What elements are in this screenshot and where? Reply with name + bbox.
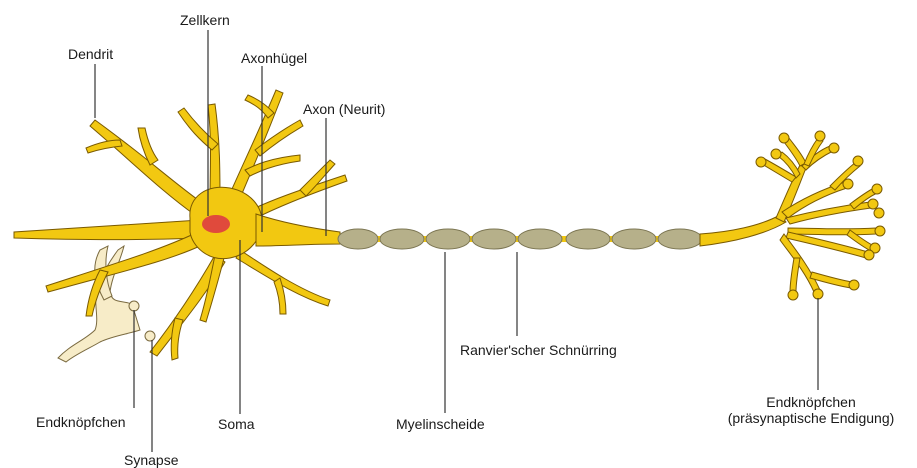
bouton (756, 157, 766, 167)
bouton (829, 143, 839, 153)
label-axonhuegel: Axonhügel (241, 50, 307, 66)
bouton (874, 208, 884, 218)
bouton (779, 133, 789, 143)
axon-hillock (256, 214, 340, 246)
myelin-segment (612, 229, 656, 249)
myelin-segment (658, 229, 702, 249)
myelin-segment (518, 229, 562, 249)
label-dendrit: Dendrit (68, 46, 113, 62)
bouton (849, 280, 859, 290)
dendrite-upper-left (90, 120, 205, 215)
label-zellkern: Zellkern (180, 12, 230, 28)
label-ranvier: Ranvier'scher Schnürring (460, 342, 617, 358)
myelin-segment (472, 229, 516, 249)
nucleus (202, 215, 230, 233)
myelin-segment (380, 229, 424, 249)
label-endknoepfchen-right-line2: (präsynaptische Endigung) (706, 410, 916, 426)
dendrite-left-long (14, 220, 200, 240)
dendrite-left-mid (46, 232, 200, 292)
bouton (788, 290, 798, 300)
myelin-segment (566, 229, 610, 249)
label-soma: Soma (218, 416, 255, 432)
myelin-segment (338, 229, 378, 249)
bouton (815, 131, 825, 141)
bouton (813, 289, 823, 299)
myelin-sheath (338, 229, 702, 249)
terminal-right-c (788, 228, 876, 235)
bouton (868, 199, 878, 209)
bouton (875, 226, 885, 236)
bouton (129, 301, 139, 311)
label-endknoepfchen-left: Endknöpfchen (36, 414, 126, 430)
bouton (872, 184, 882, 194)
label-axon: Axon (Neurit) (303, 101, 385, 117)
label-synapse: Synapse (124, 452, 178, 468)
label-myelinscheide: Myelinscheide (396, 416, 485, 432)
dendrite-upper-left-branch2 (86, 140, 122, 153)
bouton (864, 250, 874, 260)
terminal-lower-b (790, 258, 800, 292)
bouton (771, 149, 781, 159)
bouton (843, 179, 853, 189)
bouton (145, 331, 155, 341)
label-endknoepfchen-right-line1: Endknöpfchen (706, 394, 916, 410)
axon-terminal (700, 131, 885, 300)
neuron (14, 90, 347, 360)
dendrite-top (208, 104, 220, 200)
terminal-stem (700, 215, 786, 246)
myelin-segment (426, 229, 470, 249)
label-endknoepfchen-right: Endknöpfchen (präsynaptische Endigung) (706, 394, 916, 426)
bouton (853, 156, 863, 166)
